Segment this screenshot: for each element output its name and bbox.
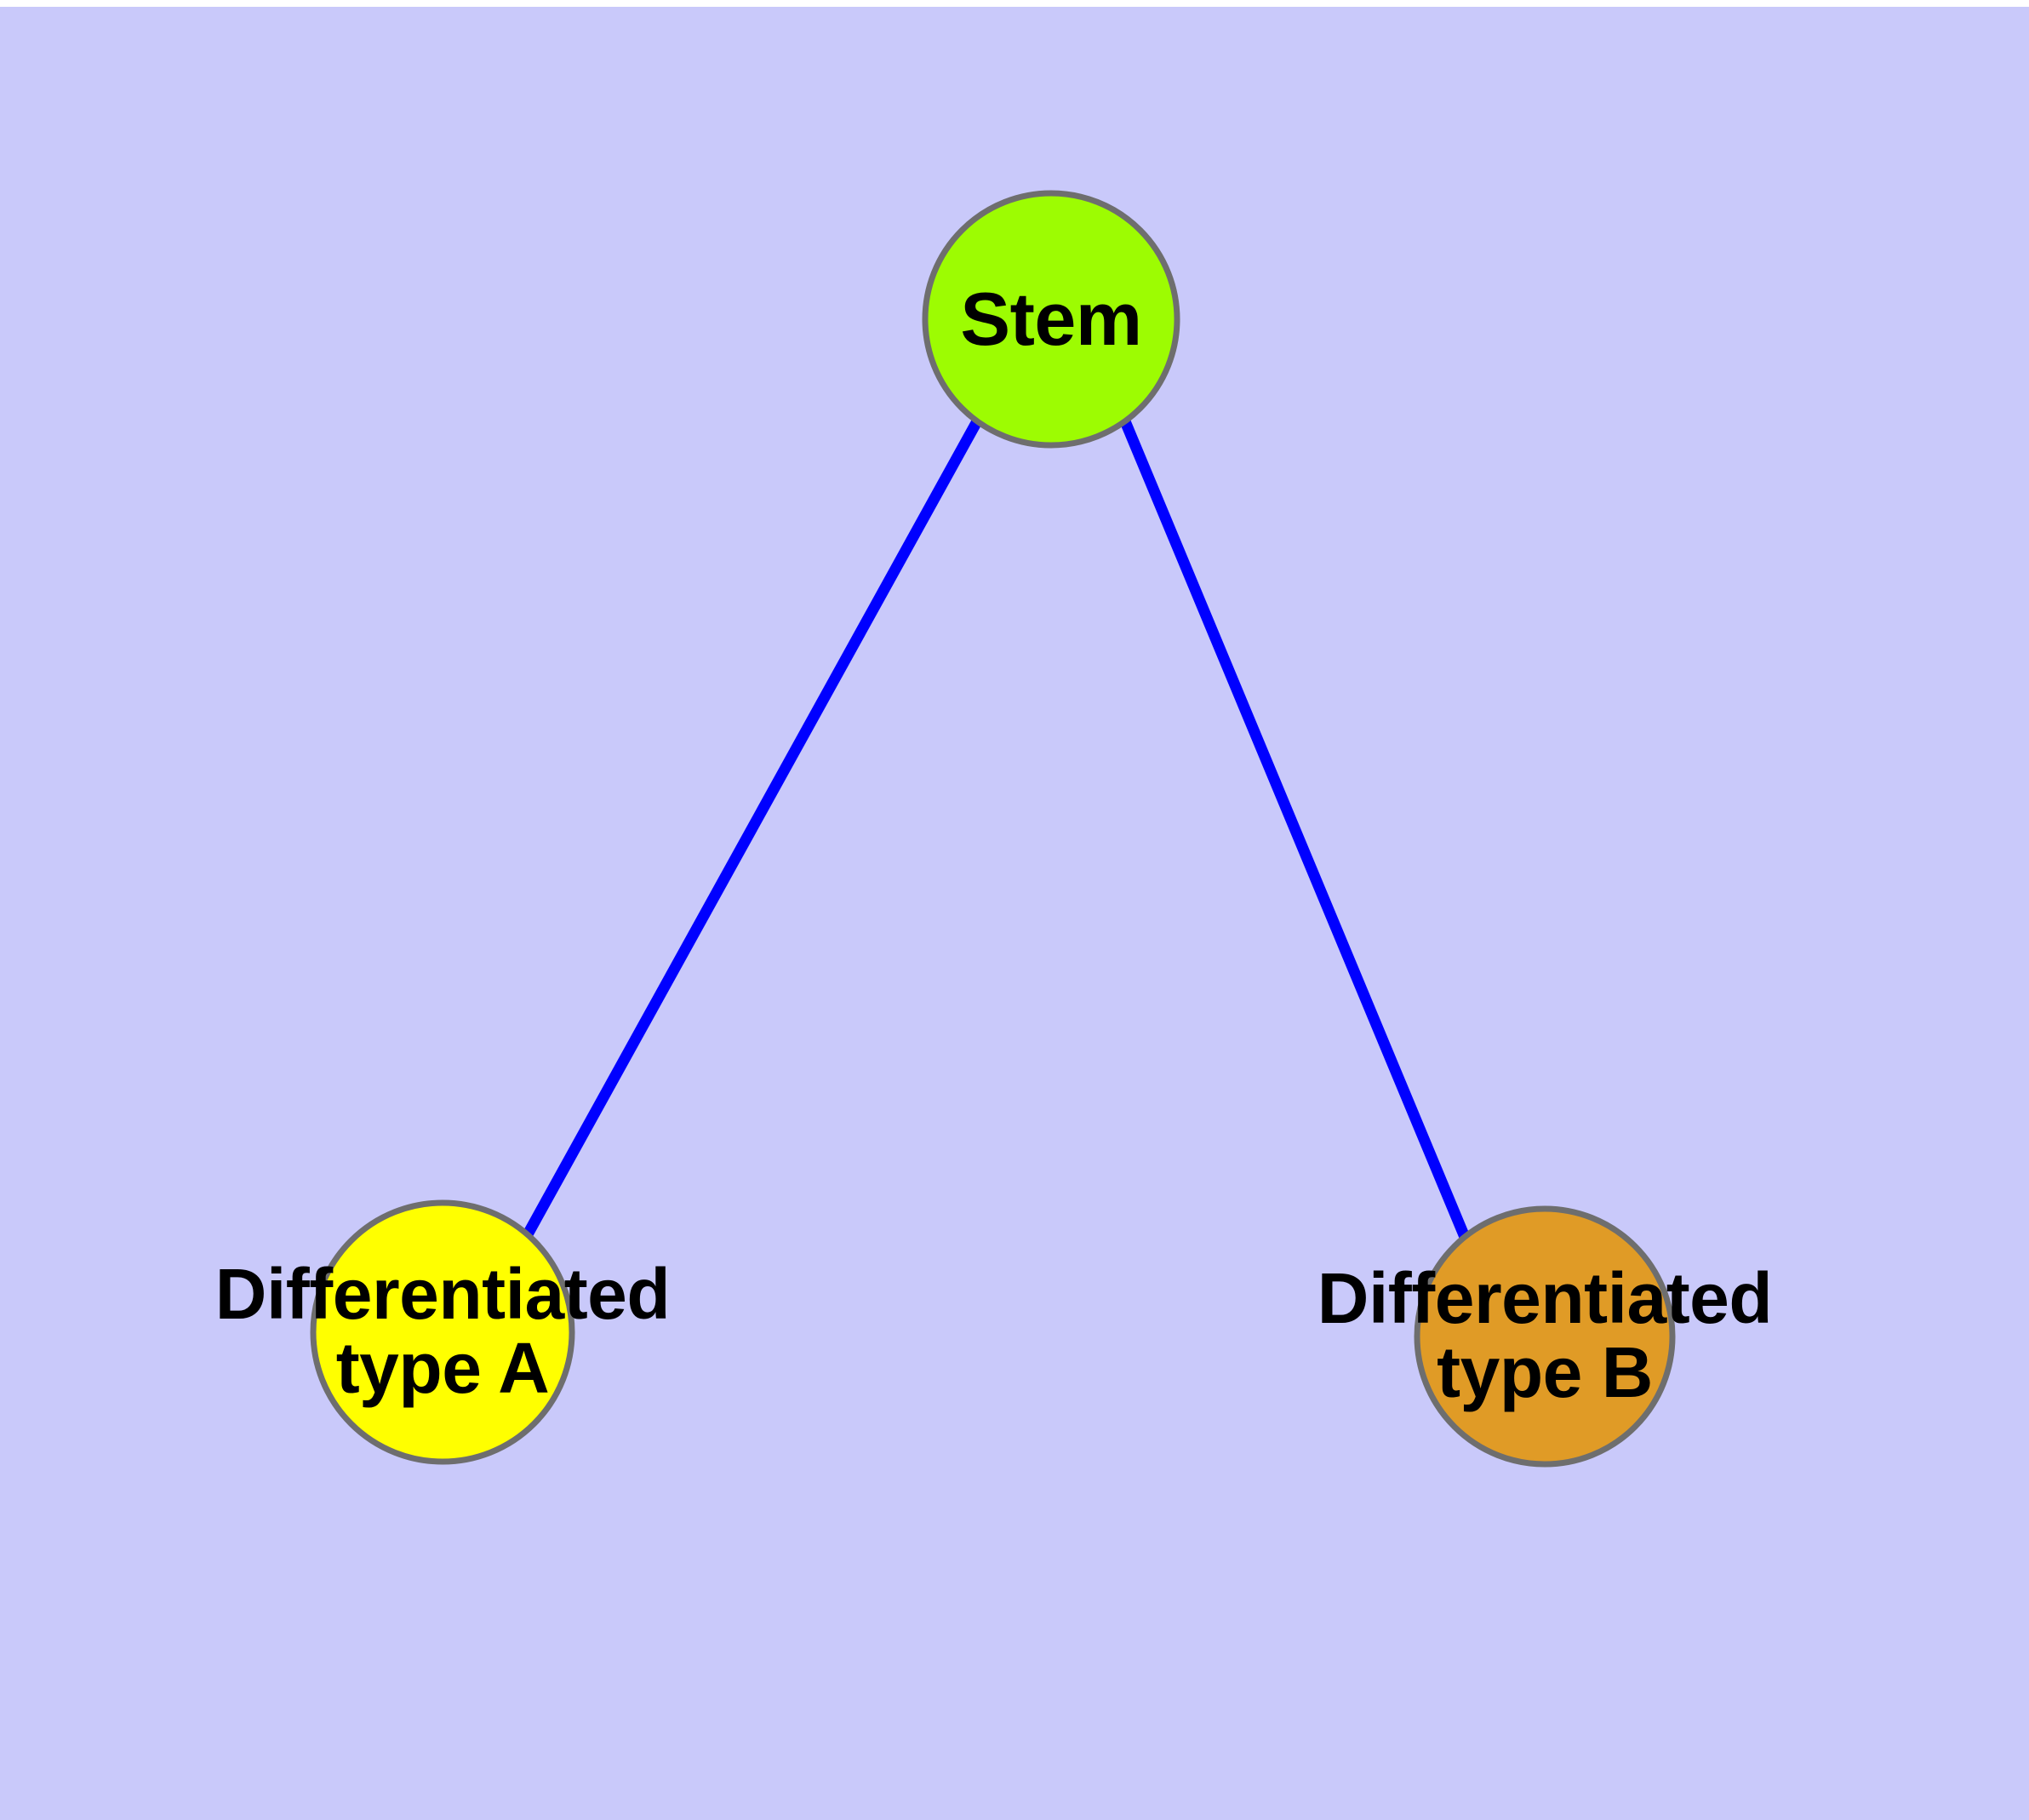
edge-stem-to-diff-b	[1119, 419, 1472, 1244]
edge-stem-to-diff-a	[523, 418, 982, 1238]
node-diff-a-circle[interactable]	[310, 1199, 575, 1465]
node-stem-circle[interactable]	[922, 190, 1180, 449]
edge-layer	[523, 418, 1472, 1244]
node-layer	[310, 190, 1676, 1468]
node-diff-b-circle[interactable]	[1414, 1205, 1676, 1468]
